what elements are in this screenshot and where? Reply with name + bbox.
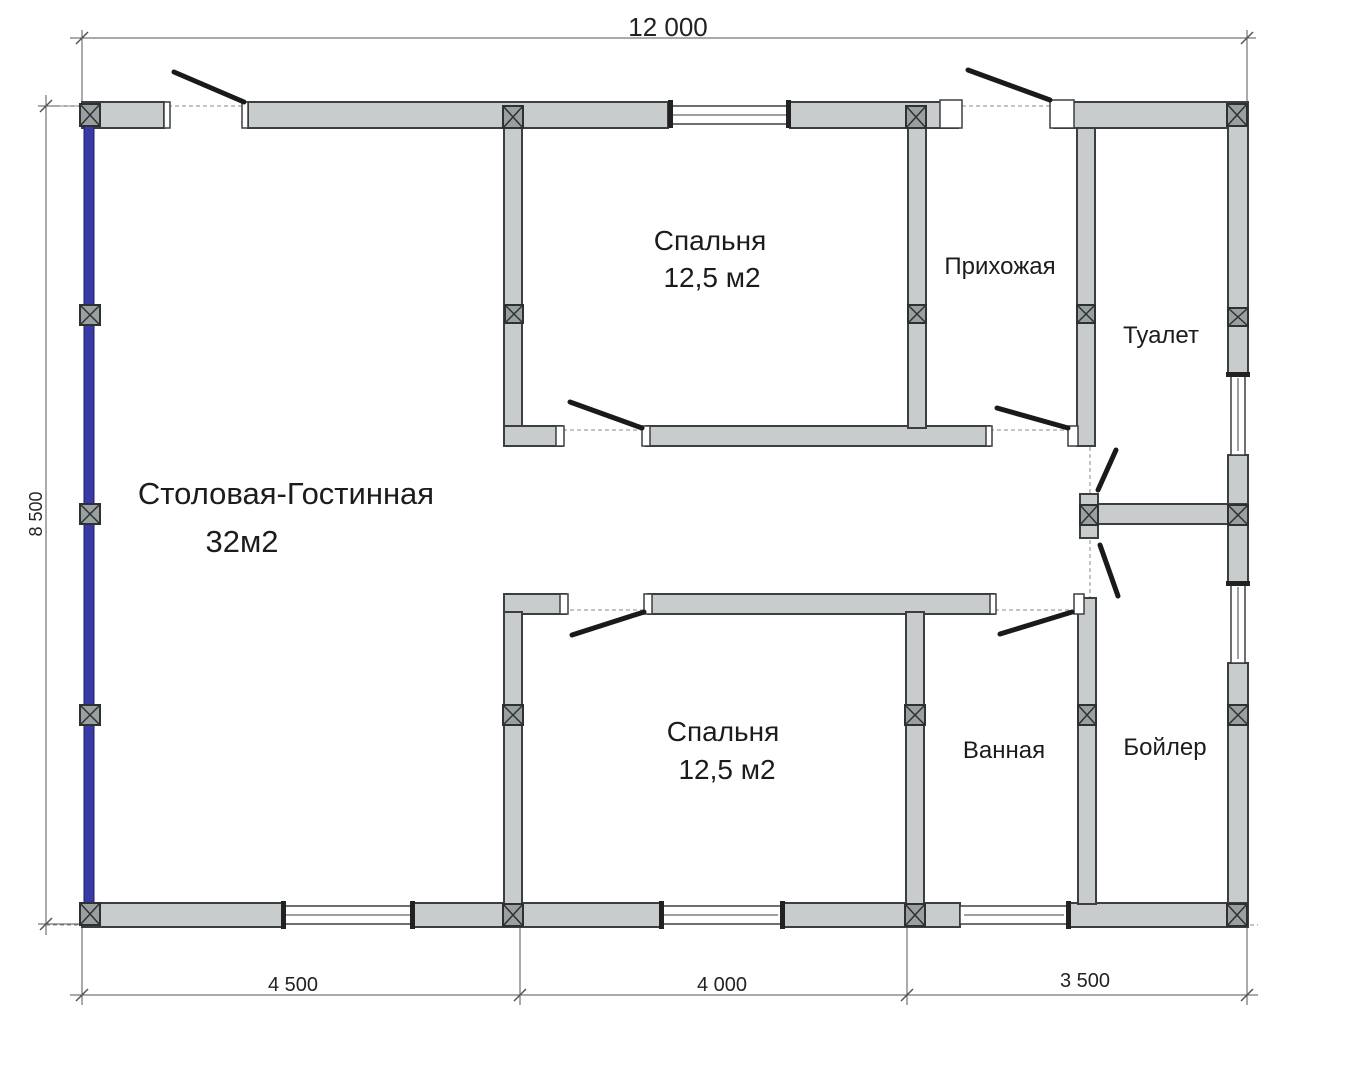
post <box>1077 704 1097 726</box>
wall-bedroom-bottom-right <box>905 611 925 905</box>
room-hallway-name: Прихожая <box>944 253 1055 280</box>
post <box>1079 504 1099 526</box>
wall-top-3 <box>789 101 959 129</box>
room-bedroom-top-name: Спальня <box>654 225 767 256</box>
dim-segment-3: 3 500 <box>1060 970 1110 992</box>
post <box>1227 504 1249 526</box>
wall-bedroom-bottom-left <box>503 611 523 905</box>
post <box>502 105 524 129</box>
wall-top-2 <box>247 101 669 129</box>
dim-total-width: 12 000 <box>628 12 708 42</box>
post <box>79 304 101 326</box>
post <box>79 902 101 926</box>
post <box>907 304 927 324</box>
wall-top-4 <box>1053 101 1248 129</box>
wall-toilet-boiler-divider <box>1079 503 1249 525</box>
post <box>502 903 524 927</box>
wall-right-1 <box>1227 101 1249 375</box>
dimension-lines <box>38 30 1258 1005</box>
room-bedroom-bottom-area: 12,5 м2 <box>678 754 775 785</box>
window-bottom-3 <box>959 901 1071 929</box>
post <box>904 903 926 927</box>
door-leaf-toilet-side <box>1095 447 1119 493</box>
windows <box>281 100 1250 929</box>
door-leaf-entrance-left <box>171 69 247 105</box>
wall-bedroom-top-left-stub <box>503 425 563 447</box>
post <box>1226 903 1248 927</box>
post <box>1227 307 1249 327</box>
wall-bedroom-top-right <box>907 127 927 429</box>
post <box>79 704 101 726</box>
door-leaves <box>171 67 1121 638</box>
room-bedroom-bottom-name: Спальня <box>667 716 780 747</box>
wall-bedroom-top-left <box>503 127 523 429</box>
door-leaf-boiler-side <box>1097 542 1121 599</box>
door-leaf-bedroom-top <box>567 399 645 431</box>
post <box>1226 103 1248 127</box>
post <box>1076 304 1096 324</box>
post <box>79 103 101 127</box>
window-bottom-1 <box>281 901 415 929</box>
post <box>904 704 926 726</box>
post <box>504 304 524 324</box>
wall-hallway-right <box>1076 127 1096 447</box>
door-leaf-bathroom <box>997 609 1075 637</box>
wall-bottom-3 <box>781 902 961 928</box>
wall-bottom-2 <box>413 902 661 928</box>
door-jambs <box>163 99 1085 615</box>
room-toilet-name: Туалет <box>1123 322 1199 349</box>
room-living-name: Столовая-Гостинная <box>138 476 434 511</box>
door-leaf-entrance-hallway <box>965 67 1053 103</box>
post <box>79 503 101 525</box>
wall-bottom-1 <box>81 902 283 928</box>
window-right-2 <box>1226 581 1250 664</box>
window-bottom-2 <box>659 901 785 929</box>
wall-boiler-left <box>1077 597 1097 905</box>
posts <box>79 103 1249 927</box>
door-leaf-toilet <box>994 405 1071 431</box>
wall-bedroom-top-bottom <box>645 425 991 447</box>
wall-bottom-4 <box>1067 902 1249 928</box>
window-top <box>667 100 791 128</box>
wall-bedroom-bottom-top <box>647 593 995 615</box>
dim-segment-1: 4 500 <box>268 974 318 996</box>
room-boiler-name: Бойлер <box>1123 734 1206 761</box>
wall-right-3 <box>1227 662 1249 926</box>
opening-guides <box>46 105 1258 926</box>
post <box>1227 704 1249 726</box>
room-bathroom-name: Ванная <box>963 737 1045 764</box>
walls <box>81 101 1249 928</box>
dim-total-height: 8 500 <box>26 491 46 536</box>
dim-segment-2: 4 000 <box>697 974 747 996</box>
post <box>502 704 524 726</box>
room-living-area: 32м2 <box>205 524 278 559</box>
room-bedroom-top-area: 12,5 м2 <box>663 262 760 293</box>
post <box>905 105 927 129</box>
window-right-1 <box>1226 372 1250 456</box>
door-leaf-bedroom-bottom <box>569 609 647 638</box>
